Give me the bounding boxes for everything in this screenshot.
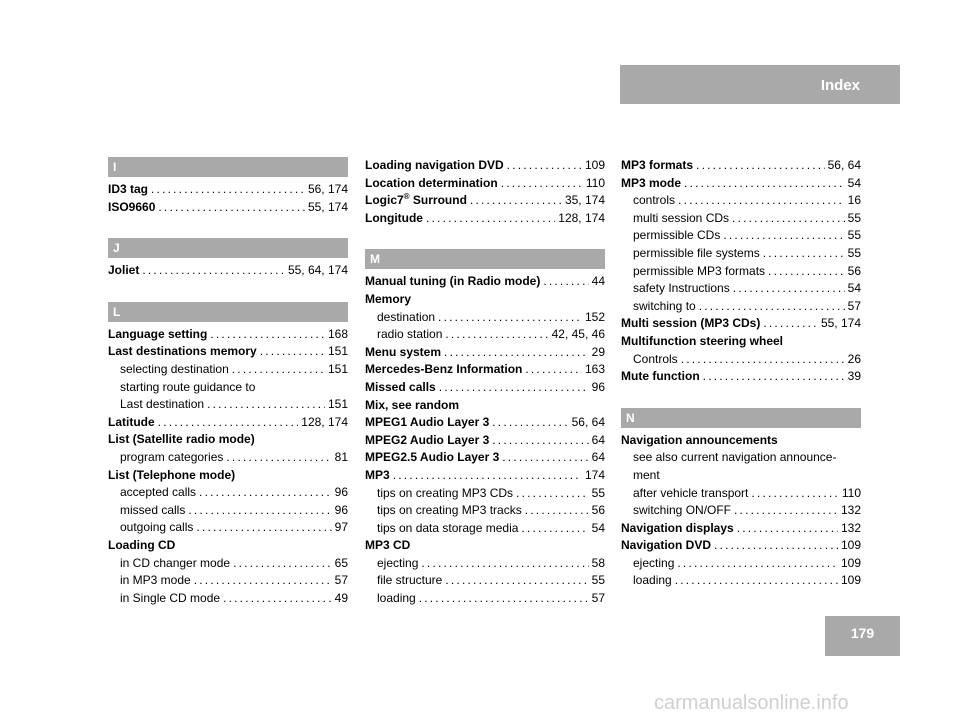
index-entry: Multi session (MP3 CDs)55, 174 xyxy=(621,315,861,333)
index-entry: Logic7® Surround35, 174 xyxy=(365,192,605,210)
index-entry: Last destinations memory151 xyxy=(108,343,348,361)
index-subentry: permissible MP3 formats56 xyxy=(621,263,861,281)
index-subentry: tips on creating MP3 CDs55 xyxy=(365,485,605,503)
index-subentry: in Single CD mode49 xyxy=(108,590,348,608)
index-subentry: Controls26 xyxy=(621,351,861,369)
index-entry: MP3 mode54 xyxy=(621,175,861,193)
index-entry: Menu system29 xyxy=(365,344,605,362)
index-entry: MPEG2 Audio Layer 364 xyxy=(365,432,605,450)
index-subentry: file structure55 xyxy=(365,572,605,590)
index-subentry: starting route guidance to xyxy=(120,379,256,394)
index-entry: Mute function39 xyxy=(621,368,861,386)
index-entry: MP3 CD xyxy=(365,538,411,553)
page-number-box: 179 xyxy=(825,616,900,656)
index-entry: Manual tuning (in Radio mode)44 xyxy=(365,273,605,291)
index-subentry: program categories81 xyxy=(108,449,348,467)
index-entry: Latitude128, 174 xyxy=(108,414,348,432)
index-subentry: ment xyxy=(633,467,660,482)
index-entry: Navigation displays132 xyxy=(621,520,861,538)
index-subentry: tips on creating MP3 tracks56 xyxy=(365,502,605,520)
index-subentry: ejecting109 xyxy=(621,555,861,573)
index-subentry: after vehicle transport110 xyxy=(621,485,861,503)
index-entry: List (Telephone mode) xyxy=(108,467,236,482)
index-subentry: in MP3 mode57 xyxy=(108,572,348,590)
index-subentry: selecting destination151 xyxy=(108,361,348,379)
section-letter-j: J xyxy=(108,238,348,259)
index-entry: List (Satellite radio mode) xyxy=(108,432,255,447)
index-subentry: permissible CDs55 xyxy=(621,227,861,245)
index-entry: Multifunction steering wheel xyxy=(621,333,784,348)
index-subentry: outgoing calls97 xyxy=(108,519,348,537)
index-entry: MPEG2.5 Audio Layer 364 xyxy=(365,449,605,467)
index-entry: Loading navigation DVD109 xyxy=(365,157,605,175)
index-subentry: permissible file systems55 xyxy=(621,245,861,263)
index-entry: ID3 tag56, 174 xyxy=(108,181,348,199)
page-title: Index xyxy=(820,77,860,94)
index-entry: ISO966055, 174 xyxy=(108,199,348,217)
registered-mark: ® xyxy=(403,192,410,202)
index-subentry: tips on data storage media54 xyxy=(365,520,605,538)
section-letter-l: L xyxy=(108,301,348,322)
index-entry: Mix, see random xyxy=(365,397,460,412)
index-subentry: accepted calls96 xyxy=(108,484,348,502)
index-subentry: in CD changer mode65 xyxy=(108,555,348,573)
index-subentry: ejecting58 xyxy=(365,555,605,573)
index-column-3: MP3 formats56, 64 MP3 mode54 controls16 … xyxy=(621,157,861,590)
header-bar: Index xyxy=(620,65,900,104)
index-subentry: see also current navigation announce- xyxy=(633,450,837,465)
index-column-1: I ID3 tag56, 174 ISO966055, 174 J Joliet… xyxy=(108,157,348,607)
index-entry: Navigation announcements xyxy=(621,432,778,447)
index-subentry: controls16 xyxy=(621,192,861,210)
index-entry: Longitude128, 174 xyxy=(365,210,605,228)
index-subentry: radio station42, 45, 46 xyxy=(365,326,605,344)
index-subentry: loading57 xyxy=(365,590,605,608)
index-subentry: safety Instructions54 xyxy=(621,280,861,298)
section-letter-i: I xyxy=(108,157,348,177)
index-entry: MP3174 xyxy=(365,467,605,485)
index-subentry: switching to57 xyxy=(621,298,861,316)
index-subentry: Last destination151 xyxy=(108,396,348,414)
index-subentry: multi session CDs55 xyxy=(621,210,861,228)
index-entry: Joliet55, 64, 174 xyxy=(108,262,348,280)
index-entry: Navigation DVD109 xyxy=(621,537,861,555)
watermark: carmanualsonline.info xyxy=(654,692,849,714)
index-entry: Loading CD xyxy=(108,537,176,552)
index-entry: MPEG1 Audio Layer 356, 64 xyxy=(365,414,605,432)
index-subentry: missed calls96 xyxy=(108,502,348,520)
section-letter-n: N xyxy=(621,407,861,428)
page-number: 179 xyxy=(850,625,875,641)
index-entry: Language setting168 xyxy=(108,326,348,344)
index-entry: Missed calls96 xyxy=(365,379,605,397)
index-subentry: switching ON/OFF132 xyxy=(621,502,861,520)
section-letter-m: M xyxy=(365,249,605,270)
index-subentry: destination152 xyxy=(365,309,605,327)
index-subentry: loading109 xyxy=(621,572,861,590)
index-entry: Location determination110 xyxy=(365,175,605,193)
index-column-2: Loading navigation DVD109 Location deter… xyxy=(365,157,605,608)
index-entry: MP3 formats56, 64 xyxy=(621,157,861,175)
index-entry: Mercedes-Benz Information163 xyxy=(365,361,605,379)
index-entry: Memory xyxy=(365,291,412,306)
